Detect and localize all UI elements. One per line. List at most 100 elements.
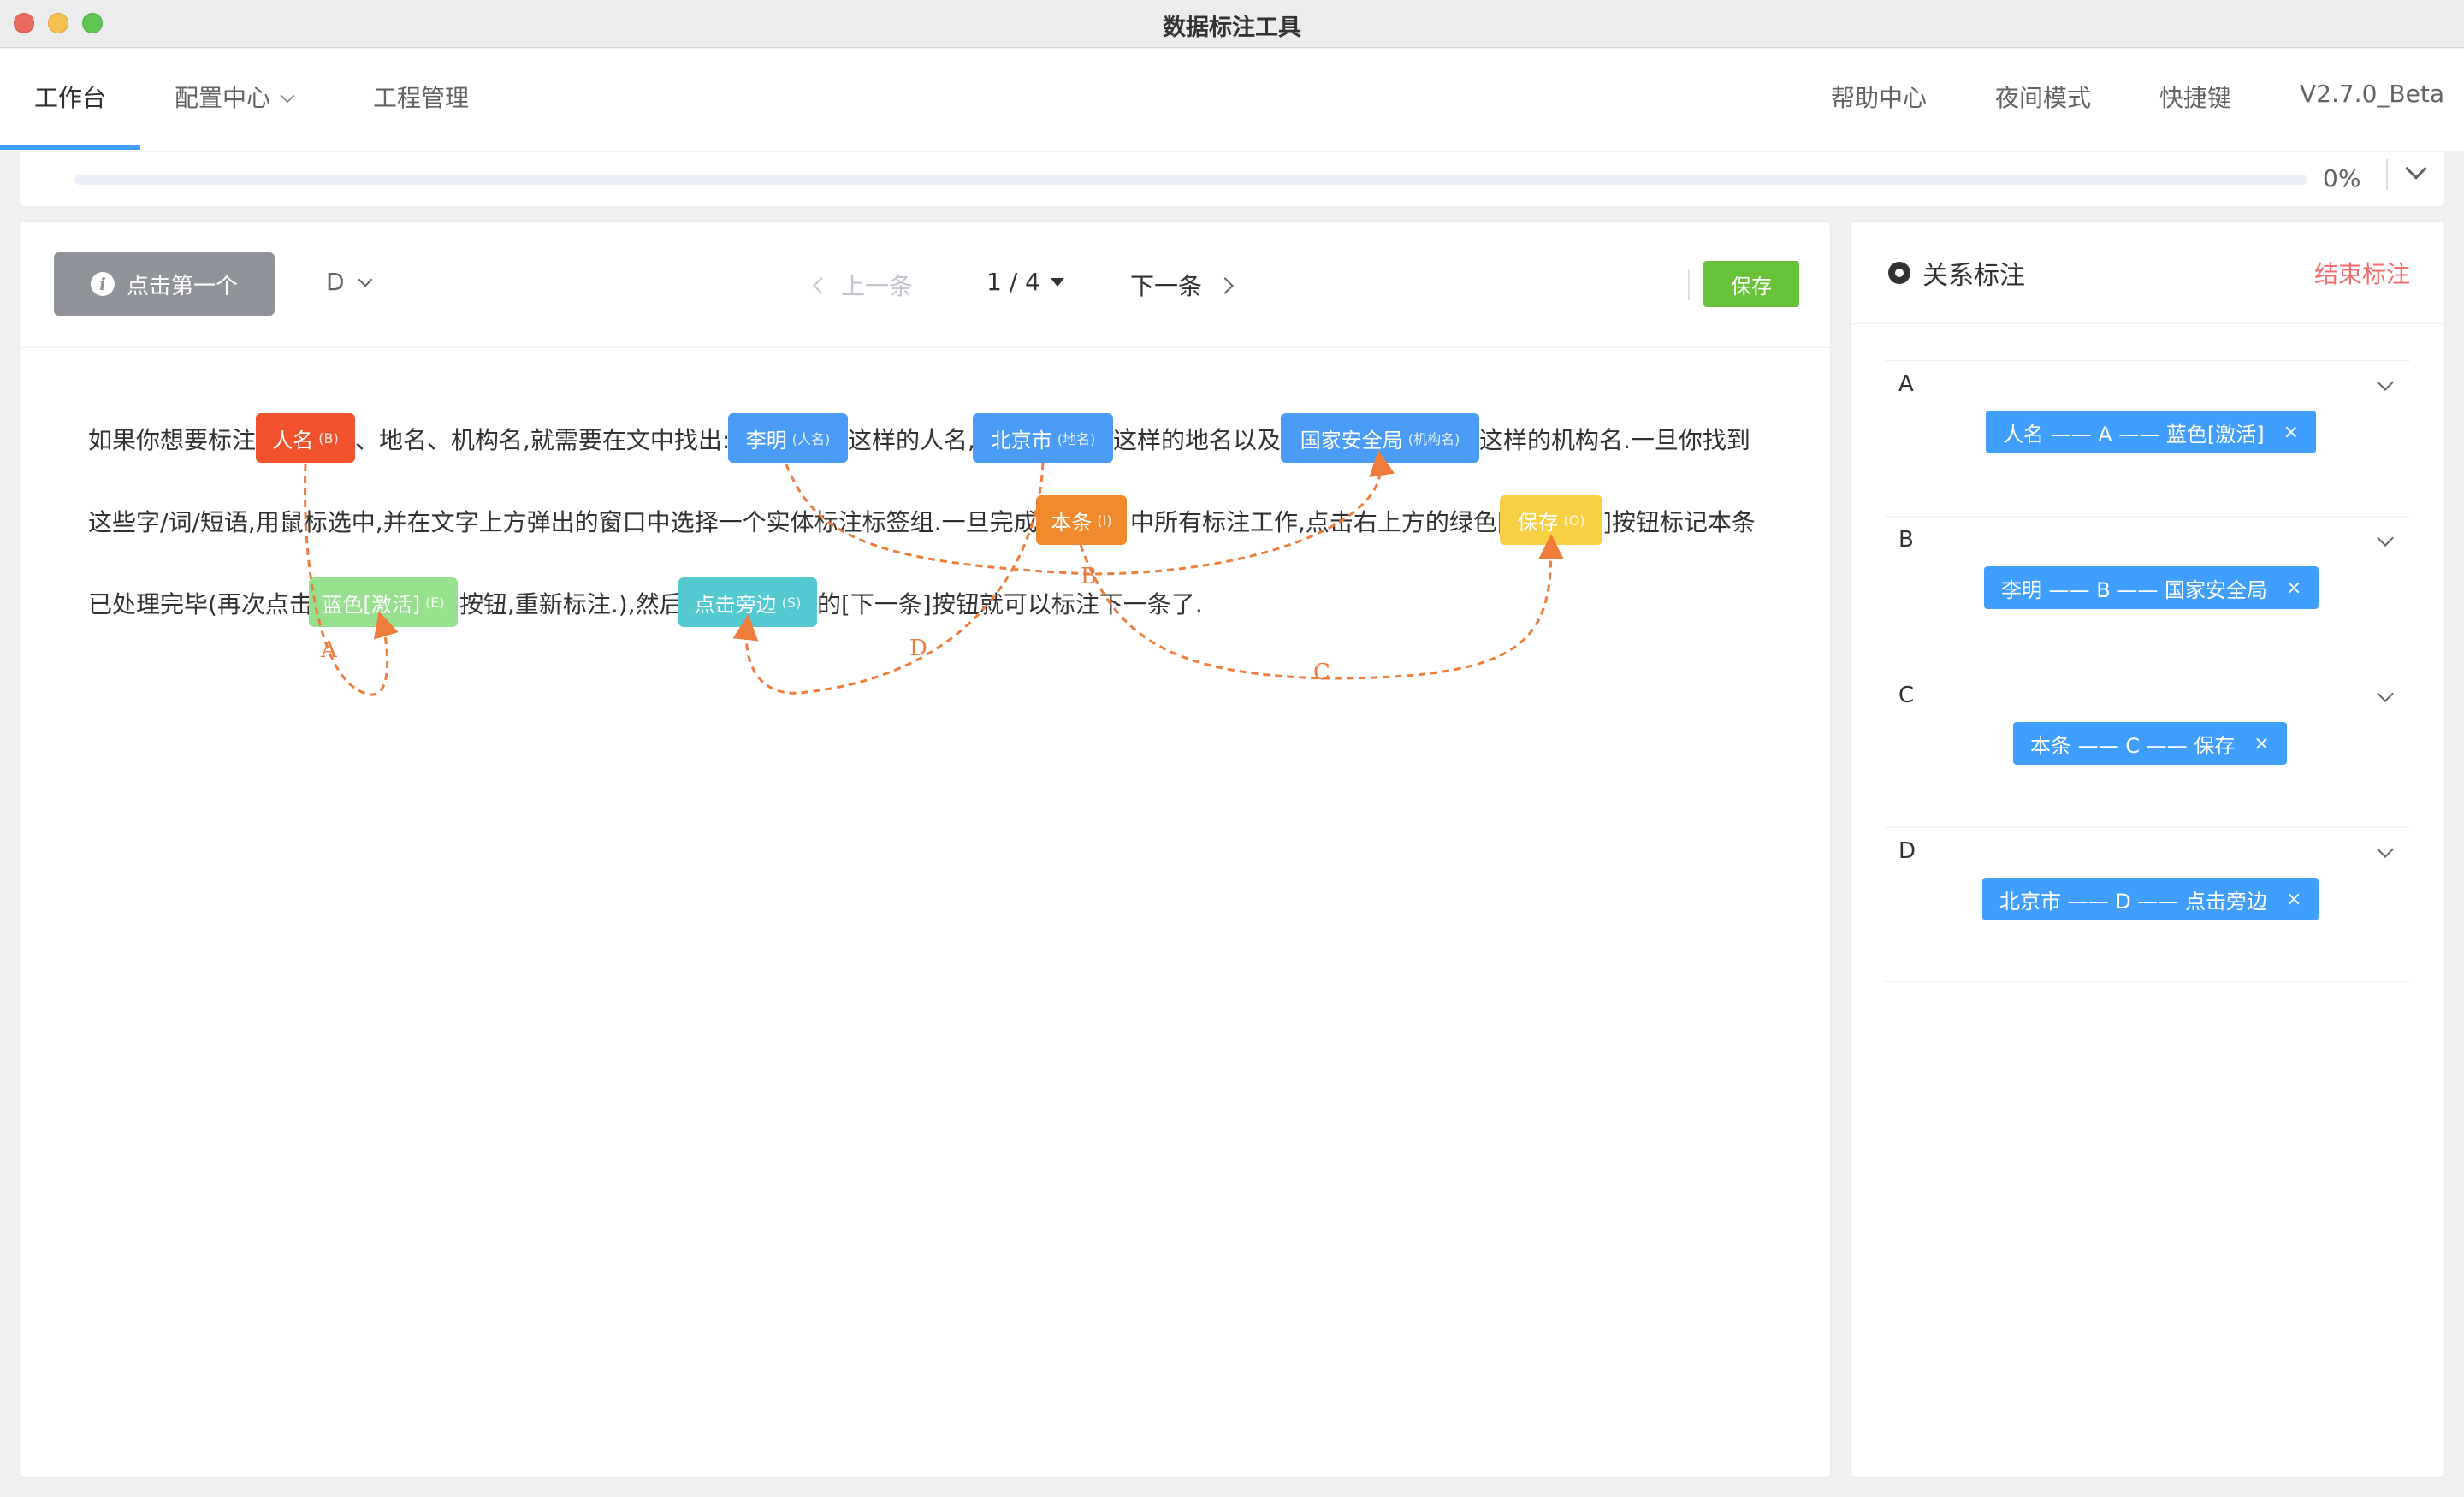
close-icon[interactable]: × [2285,577,2302,599]
relation-group-key: A [1898,371,1914,397]
maximize-window-button[interactable] [82,13,103,33]
prev-label: 上一条 [841,272,914,300]
divider [1688,269,1690,300]
relation-group-key: D [1898,838,1916,864]
entity-tag[interactable]: 保存(O) [1500,495,1602,545]
nav-workbench[interactable]: 工作台 [34,84,107,112]
entity-label: (I) [1097,512,1112,529]
entity-text: 国家安全局 [1300,428,1403,453]
entity-label: (O) [1563,512,1585,529]
title-bar: 数据标注工具 [0,0,2464,48]
entity-tag[interactable]: 北京市(地名) [973,413,1113,463]
relation-panel-header: 关系标注 结束标注 [1851,222,2444,324]
window-title: 数据标注工具 [1163,15,1301,41]
chevron-down-icon[interactable] [2377,374,2394,391]
chevron-right-icon [1217,277,1234,294]
progress-text: 0% [2323,164,2361,192]
click-first-button[interactable]: i 点击第一个 [54,252,275,316]
text-segment: 这样的人名, [848,426,975,454]
text-segment: 按钮,重新标注.),然后 [459,590,684,618]
version-label: V2.7.0_Beta [2300,80,2444,108]
annotation-text-area[interactable]: 如果你想要标注 人名(B) 、地名、机构名,就需要在文中找出: 李明(人名) 这… [20,350,1830,1462]
relation-label-d: D [909,636,927,661]
entity-tag[interactable]: 蓝色[激活](E) [309,577,458,627]
top-nav: 工作台 配置中心 工程管理 帮助中心 夜间模式 快捷键 V2.7.0_Beta [0,49,2464,151]
nav-help[interactable]: 帮助中心 [1831,84,1928,112]
chevron-down-icon[interactable] [2377,685,2394,702]
close-icon[interactable]: × [2254,732,2270,754]
info-icon: i [90,272,115,296]
entity-text: 本条 [1051,510,1093,535]
relation-select[interactable]: D [326,268,373,296]
entity-text: 人名 [272,428,314,453]
entity-text: 保存 [1517,510,1559,535]
relation-panel-title: 关系标注 [1888,254,2025,292]
relation-tag-text: 北京市 —— D —— 点击旁边 [1999,889,2267,914]
relation-group-key: B [1898,527,1914,553]
next-label: 下一条 [1130,272,1203,300]
gear-icon [1888,262,1910,284]
relation-tag[interactable]: 本条 —— C —— 保存 × [2013,722,2287,765]
relation-select-value: D [326,268,345,296]
chevron-down-icon[interactable] [2377,841,2394,858]
relation-panel-title-text: 关系标注 [1922,261,2025,291]
nav-project[interactable]: 工程管理 [373,84,470,112]
relation-group-a[interactable]: A 人名 —— A —— 蓝色[激活] × [1885,360,2410,516]
text-segment: 这些字/词/短语,用鼠标选中,并在文字上方弹出的窗口中选择一个实体标注标签组.一… [88,508,1038,536]
close-icon[interactable]: × [2283,421,2300,443]
relation-label-b: B [1081,564,1098,589]
entity-tag[interactable]: 人名(B) [256,413,355,463]
close-window-button[interactable] [14,13,34,33]
relation-group-b[interactable]: B 李明 —— B —— 国家安全局 × [1885,516,2410,672]
next-button[interactable]: 下一条 [1130,268,1234,302]
annotation-toolbar: i 点击第一个 D 上一条 1 / 4 下一条 保存 [20,222,1830,348]
text-segment: 这样的机构名.一旦你找到 [1479,426,1750,454]
chevron-down-icon [358,272,373,287]
relation-tag-text: 本条 —— C —— 保存 [2030,733,2236,758]
close-icon[interactable]: × [2286,888,2302,910]
text-segment: 这样的地名以及 [1113,426,1282,454]
pager-text: 1 / 4 [986,268,1040,296]
nav-active-indicator [0,145,140,150]
relation-tag[interactable]: 李明 —— B —— 国家安全局 × [1984,566,2319,609]
nav-config-label: 配置中心 [175,84,271,112]
save-button[interactable]: 保存 [1703,261,1799,307]
prev-button[interactable]: 上一条 [813,268,914,302]
text-segment: ]按钮标记本条 [1602,508,1756,536]
text-segment: 已处理完毕(再次点击 [88,590,313,618]
progress-bar [74,175,2307,185]
progress-panel: 0% [19,152,2445,207]
annotation-panel: i 点击第一个 D 上一条 1 / 4 下一条 保存 如果你想要标注 人名(B)… [19,221,1831,1478]
nav-config-menu[interactable]: 配置中心 [175,80,295,114]
relation-tag[interactable]: 人名 —— A —— 蓝色[激活] × [1986,411,2317,453]
text-segment: 中所有标注工作,点击右上方的绿色[ [1130,508,1507,536]
chevron-down-icon[interactable] [2377,530,2394,547]
relation-tag-text: 李明 —— B —— 国家安全局 [2001,577,2267,602]
entity-text: 李明 [745,428,787,453]
relation-tag[interactable]: 北京市 —— D —— 点击旁边 × [1982,878,2319,920]
entity-tag[interactable]: 本条 (I) [1036,495,1127,545]
chevron-down-icon [280,88,295,104]
relation-group-d[interactable]: D 北京市 —— D —— 点击旁边 × [1885,827,2410,983]
relation-label-c: C [1313,660,1330,685]
end-annotation-button[interactable]: 结束标注 [2314,260,2411,288]
pager-select[interactable]: 1 / 4 [986,268,1064,296]
text-segment: 、地名、机构名,就需要在文中找出: [355,426,731,454]
entity-text: 点击旁边 [694,592,777,617]
collapse-chevron-icon[interactable] [2405,157,2427,180]
chevron-left-icon [813,277,830,294]
click-first-label: 点击第一个 [126,273,238,299]
entity-text: 蓝色[激活] [322,592,421,617]
relation-panel: 关系标注 结束标注 A 人名 —— A —— 蓝色[激活] × B 李明 —— B… [1850,221,2445,1478]
divider [1885,981,2410,982]
entity-label: (地名) [1057,431,1096,447]
entity-tag[interactable]: 点击旁边(S) [678,577,817,627]
entity-label: (E) [425,594,445,611]
relation-tag-text: 人名 —— A —— 蓝色[激活] [2003,422,2265,447]
nav-shortcuts[interactable]: 快捷键 [2159,84,2232,112]
entity-tag[interactable]: 李明(人名) [728,413,848,463]
entity-tag[interactable]: 国家安全局(机构名) [1281,413,1479,463]
relation-group-c[interactable]: C 本条 —— C —— 保存× [1885,672,2410,827]
minimize-window-button[interactable] [48,13,68,33]
nav-night-mode[interactable]: 夜间模式 [1995,84,2092,112]
